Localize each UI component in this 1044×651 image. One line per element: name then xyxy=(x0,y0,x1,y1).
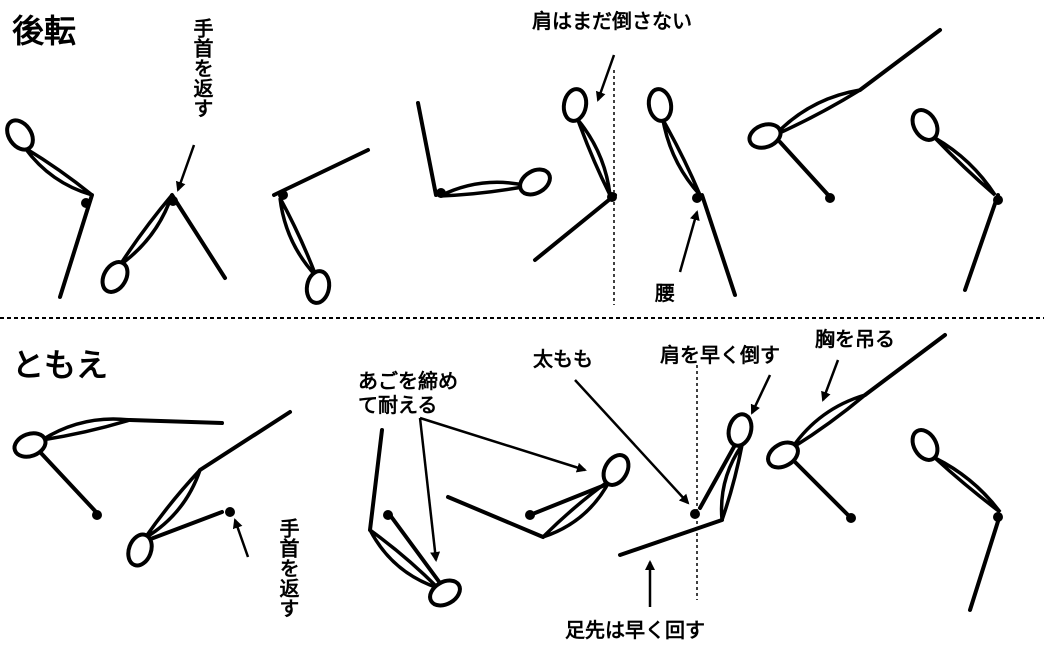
head-ellipse xyxy=(12,431,48,459)
head-ellipse xyxy=(910,108,940,142)
arrow xyxy=(750,374,772,415)
limb-line xyxy=(446,495,545,539)
hip-dot xyxy=(846,513,856,523)
hip-dot xyxy=(278,190,288,200)
hip-dot xyxy=(825,193,835,203)
limb-line xyxy=(618,518,724,557)
limb-line xyxy=(698,443,737,510)
head-ellipse xyxy=(561,87,589,123)
hip-dot xyxy=(92,510,102,520)
head-ellipse xyxy=(304,269,332,305)
limb-line xyxy=(700,193,737,297)
limb-line xyxy=(368,428,384,532)
torso-lens xyxy=(368,528,440,590)
limb-line xyxy=(778,140,832,199)
limb-line xyxy=(128,418,224,425)
head-ellipse xyxy=(100,260,130,294)
limb-line xyxy=(963,193,1000,292)
torso-lens xyxy=(41,417,131,442)
torso-lens xyxy=(143,468,202,540)
label-thigh: 太もも xyxy=(533,347,593,371)
limb-line xyxy=(533,193,617,262)
torso-lens xyxy=(933,456,1002,514)
hip-dot xyxy=(607,192,617,202)
limb-line xyxy=(146,510,224,542)
stick-figures xyxy=(5,28,1003,612)
hip-dot xyxy=(993,195,1003,205)
arrow xyxy=(232,518,250,558)
limb-line xyxy=(528,483,607,517)
head-ellipse xyxy=(428,578,462,608)
limb-line xyxy=(968,513,1002,612)
section-title-backward-roll: 後転 xyxy=(12,12,76,50)
hip-dot xyxy=(436,188,446,198)
head-ellipse xyxy=(126,532,154,568)
hip-dot xyxy=(168,196,178,206)
hip-dot xyxy=(225,507,235,517)
limb-line xyxy=(858,28,942,92)
label-wrist-backward: 手首を返す xyxy=(190,17,214,118)
head-ellipse xyxy=(726,412,754,448)
torso-lens xyxy=(790,393,867,450)
arrow xyxy=(678,210,700,273)
limb-line xyxy=(38,450,99,515)
head-ellipse xyxy=(747,122,783,150)
torso-lens xyxy=(719,444,744,521)
label-chin-2: て耐える xyxy=(358,393,437,417)
torso-lens xyxy=(278,197,318,278)
head-ellipse xyxy=(646,87,674,123)
torso-lens xyxy=(439,180,529,198)
head-ellipse xyxy=(5,118,35,152)
torso-lens xyxy=(576,118,612,196)
limb-line xyxy=(272,148,370,197)
label-hip: 腰 xyxy=(654,281,675,305)
limb-line xyxy=(198,410,292,472)
head-ellipse xyxy=(601,453,631,487)
arrows xyxy=(175,54,840,607)
limb-line xyxy=(863,333,947,397)
label-shoulder-backward: 肩はまだ倒さない xyxy=(532,9,692,33)
label-wrist-tomoe: 手首を返す xyxy=(276,517,300,618)
arrow xyxy=(418,417,441,562)
hip-dot xyxy=(383,510,393,520)
section-title-tomoe: ともえ xyxy=(12,346,108,384)
head-ellipse xyxy=(766,440,800,470)
torso-lens xyxy=(118,193,174,267)
torso-lens xyxy=(933,136,997,197)
limb-line xyxy=(58,193,94,299)
arrow xyxy=(419,416,587,473)
label-chest: 胸を吊る xyxy=(815,327,895,351)
limb-line xyxy=(170,193,227,280)
limb-line xyxy=(416,101,438,197)
hip-dot xyxy=(690,509,700,519)
arrow xyxy=(821,359,840,402)
limb-line xyxy=(388,513,442,585)
hip-dot xyxy=(525,510,535,520)
arrow xyxy=(175,144,196,192)
label-shoulder-tomoe: 肩を早く倒す xyxy=(660,343,780,367)
label-toes: 足先は早く回す xyxy=(565,618,705,642)
head-ellipse xyxy=(910,428,940,462)
arrow xyxy=(574,379,690,505)
torso-lens xyxy=(23,146,94,197)
hip-dot xyxy=(81,198,91,208)
head-ellipse xyxy=(518,167,552,197)
hip-dot xyxy=(993,512,1003,522)
limb-line xyxy=(793,460,852,519)
torso-lens xyxy=(773,88,861,137)
label-chin-1: あごを締め xyxy=(358,369,458,393)
arrow xyxy=(595,54,616,102)
hip-dot xyxy=(692,193,702,203)
torso-lens xyxy=(661,119,702,197)
